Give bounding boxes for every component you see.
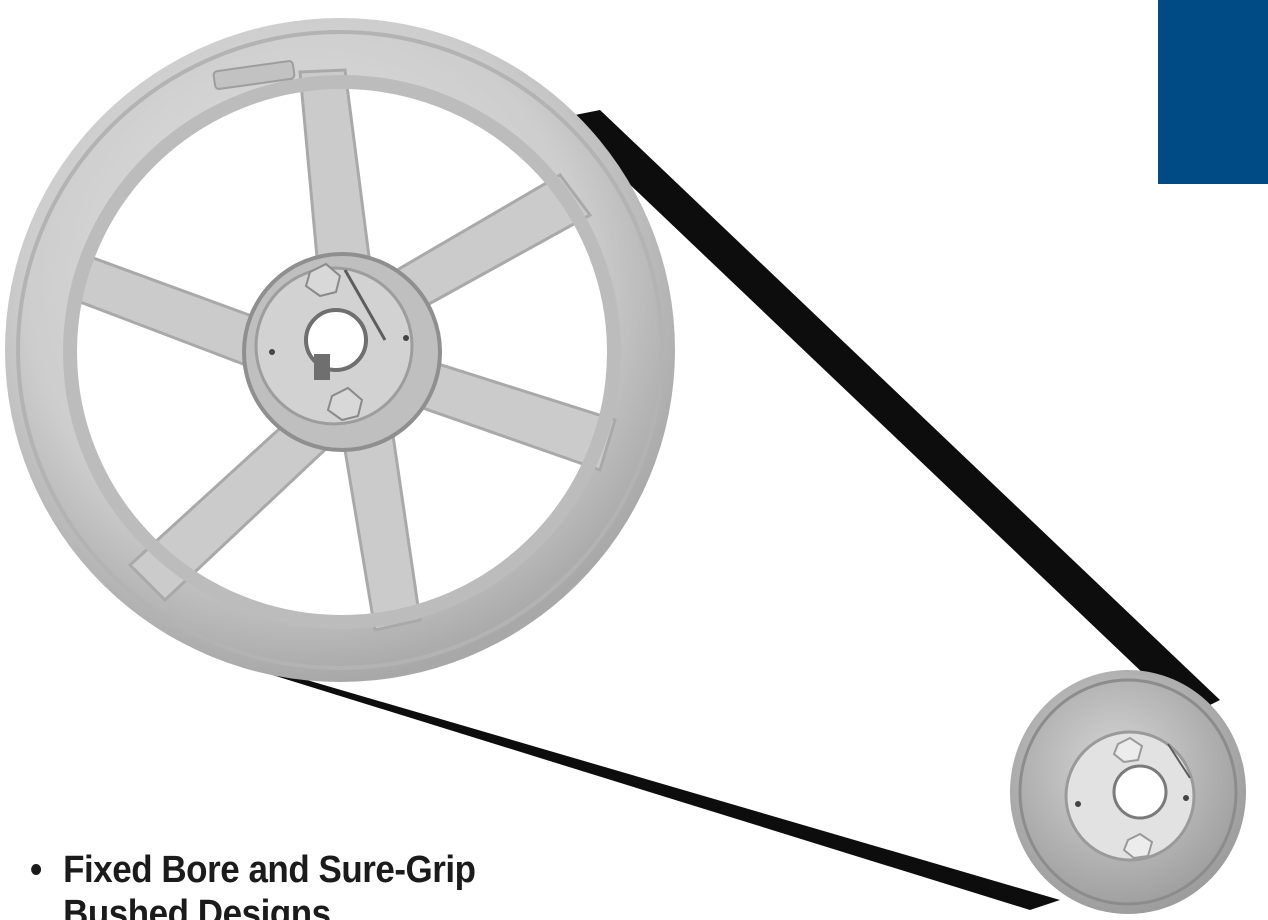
bullet-icon: •: [30, 849, 42, 891]
belt-lower-run: [250, 668, 1060, 910]
large-sheave-icon: [5, 18, 675, 682]
headline-line-2: Bushed Designs: [63, 893, 331, 920]
feature-headline: • Fixed Bore and Sure-Grip Bushed Designs: [30, 848, 858, 920]
small-sheave-icon: [1010, 670, 1246, 914]
section-tab: [1158, 0, 1268, 184]
belt-upper-run: [560, 110, 1220, 716]
headline-line-1: Fixed Bore and Sure-Grip: [63, 849, 476, 891]
